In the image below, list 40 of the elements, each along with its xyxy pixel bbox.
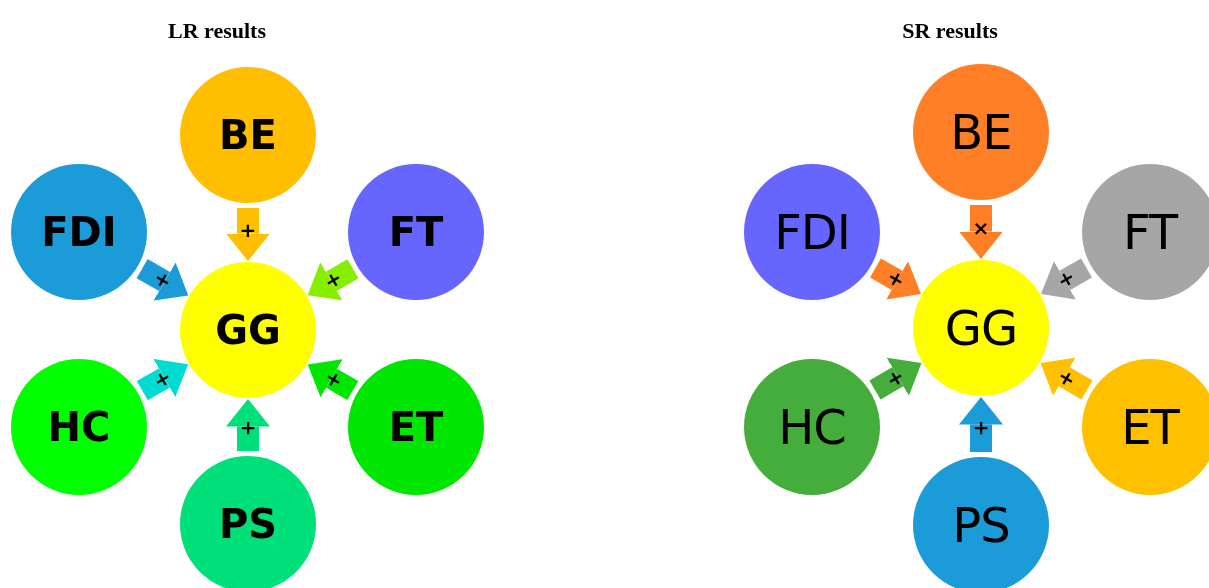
node-label: FT	[1122, 204, 1178, 260]
edge-label: +	[239, 220, 257, 241]
block-arrow	[226, 399, 270, 451]
edge-label: +	[148, 367, 175, 392]
node-label: BE	[950, 104, 1012, 160]
block-arrow	[959, 205, 1003, 259]
edge-label: +	[239, 419, 257, 440]
block-arrow	[1040, 357, 1093, 400]
node-label: BE	[219, 112, 277, 158]
edge-label: +	[881, 266, 908, 292]
edge-label: +	[972, 418, 990, 439]
edge-label: ×	[972, 217, 990, 238]
edge-label: +	[321, 367, 347, 392]
block-arrow	[959, 397, 1003, 452]
node-label: ET	[1121, 399, 1179, 455]
node-label: FT	[388, 209, 444, 255]
block-arrow	[307, 259, 359, 301]
block-arrow	[136, 259, 189, 301]
node-label: GG	[944, 300, 1018, 356]
node-label: ET	[388, 404, 444, 450]
block-arrow	[869, 357, 922, 400]
node-label: PS	[952, 497, 1010, 553]
edge-label: +	[321, 267, 347, 293]
panel-title: LR results	[168, 18, 266, 44]
block-arrow	[1041, 258, 1092, 300]
block-arrow	[226, 208, 270, 261]
node-label: HC	[778, 399, 846, 455]
panel-title: SR results	[902, 18, 998, 44]
node-label: PS	[218, 501, 278, 547]
node-label: GG	[215, 307, 281, 353]
edge-label: +	[1054, 266, 1081, 292]
edge-label: +	[148, 267, 175, 293]
block-arrow	[136, 358, 189, 401]
node-label: HC	[47, 404, 111, 450]
block-arrow	[870, 258, 921, 300]
block-arrow	[307, 359, 359, 401]
node-label: FDI	[774, 204, 850, 260]
edge-label: +	[1054, 366, 1081, 391]
node-label: FDI	[41, 209, 117, 255]
edge-label: +	[881, 366, 908, 391]
